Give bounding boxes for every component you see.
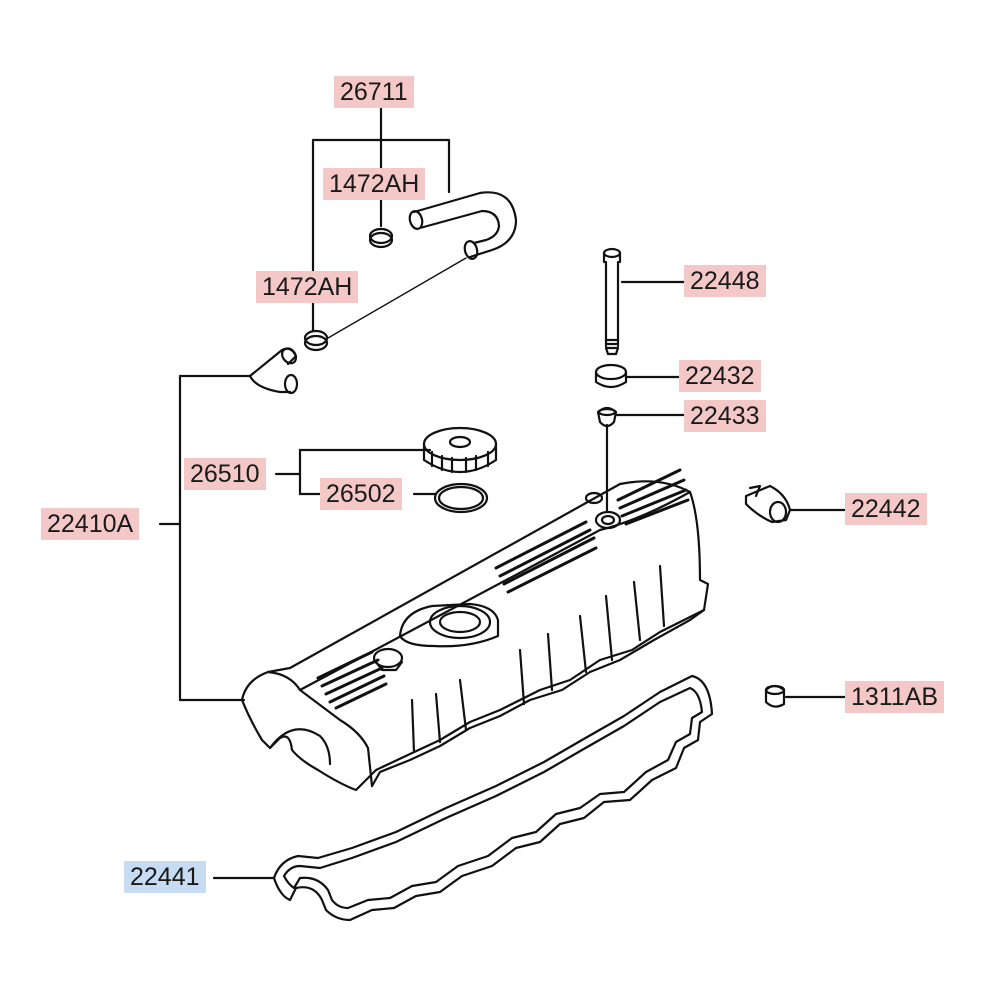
bolt — [602, 247, 622, 356]
label-1472AH-lower[interactable]: 1472AH — [256, 271, 359, 303]
washer — [594, 363, 628, 389]
grommet — [596, 406, 618, 428]
label-1311AB[interactable]: 1311AB — [845, 681, 945, 713]
label-22433[interactable]: 22433 — [684, 400, 766, 432]
hose-26711 — [408, 191, 518, 260]
breather-fitting — [248, 347, 299, 395]
clamp-1472AH-lower — [303, 329, 329, 352]
label-22410A[interactable]: 22410A — [41, 508, 140, 540]
clamp-1472AH-upper — [368, 227, 394, 249]
label-26711[interactable]: 26711 — [334, 76, 414, 108]
plug — [764, 684, 786, 708]
label-26502[interactable]: 26502 — [320, 478, 402, 510]
leader-lines — [158, 104, 848, 880]
oil-filler-cap — [422, 426, 498, 474]
o-ring — [433, 482, 489, 514]
clip — [744, 484, 792, 524]
label-26510[interactable]: 26510 — [184, 458, 266, 490]
label-22448[interactable]: 22448 — [684, 265, 766, 297]
label-22432[interactable]: 22432 — [679, 360, 761, 392]
label-1472AH-upper[interactable]: 1472AH — [323, 168, 426, 200]
gasket — [272, 674, 714, 922]
rocker-cover — [240, 468, 710, 792]
label-22442[interactable]: 22442 — [845, 493, 927, 525]
label-22441[interactable]: 22441 — [124, 861, 206, 893]
